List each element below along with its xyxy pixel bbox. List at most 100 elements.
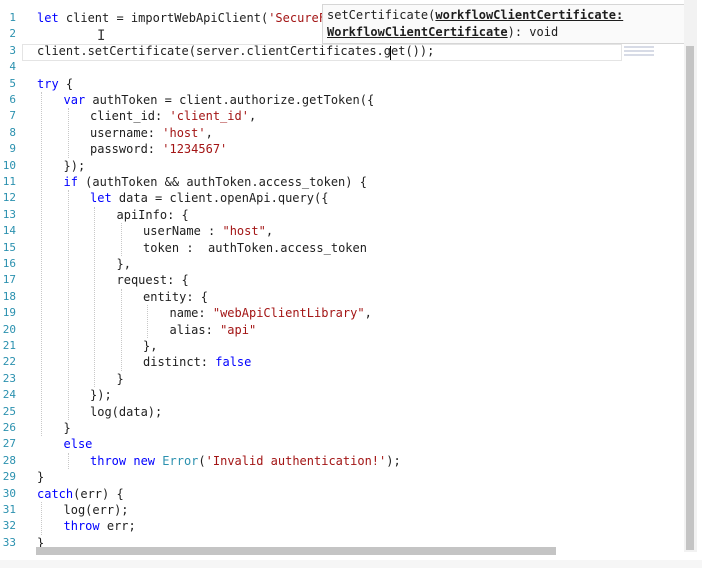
line-number: 11 bbox=[2, 175, 16, 188]
signature-method: setCertificate( bbox=[327, 8, 436, 22]
overview-ruler-marks bbox=[624, 46, 654, 60]
code-token: userName : bbox=[143, 224, 223, 239]
line-number: 29 bbox=[2, 470, 16, 484]
code-line[interactable]: client_id: 'client_id', bbox=[90, 108, 256, 124]
code-line[interactable]: var authToken = client.authorize.getToke… bbox=[64, 92, 375, 108]
line-number: 18 bbox=[2, 289, 16, 303]
code-line[interactable]: token : authToken.access_token bbox=[143, 240, 367, 256]
code-line[interactable]: let data = client.openApi.query({ bbox=[90, 190, 328, 206]
signature-return-type: ): void bbox=[507, 25, 559, 39]
code-line[interactable]: alias: "api" bbox=[170, 322, 257, 338]
code-token: (err) { bbox=[73, 486, 124, 501]
line-number: 19 bbox=[2, 306, 16, 320]
code-line[interactable]: }, bbox=[117, 256, 131, 272]
text-caret bbox=[390, 46, 391, 60]
code-token: log(data); bbox=[90, 404, 163, 419]
code-line[interactable]: log(err); bbox=[64, 502, 129, 518]
line-number: 8 bbox=[9, 125, 16, 139]
vertical-scrollbar-thumb[interactable] bbox=[686, 46, 694, 550]
code-token: else bbox=[63, 437, 93, 452]
indent-guide bbox=[67, 108, 69, 158]
line-number: 10 bbox=[2, 158, 16, 172]
code-token: client.setCertificate(server.clientCerti… bbox=[37, 43, 435, 58]
code-line[interactable]: else bbox=[64, 436, 93, 452]
code-token: }, bbox=[143, 339, 158, 353]
line-number: 32 bbox=[2, 519, 16, 533]
code-token: }, bbox=[116, 257, 131, 271]
indent-guide bbox=[67, 452, 69, 470]
code-line[interactable]: client.setCertificate(server.clientCerti… bbox=[37, 43, 434, 59]
line-number: 2 bbox=[9, 27, 16, 41]
line-number: 16 bbox=[2, 257, 16, 270]
line-number: 4 bbox=[9, 60, 16, 74]
code-token: "api" bbox=[220, 322, 257, 337]
code-token: } bbox=[63, 421, 71, 435]
code-line[interactable]: }); bbox=[90, 387, 112, 403]
code-token: (authToken && authToken.access_token) { bbox=[77, 175, 367, 189]
editor-bottom-edge bbox=[0, 560, 702, 568]
code-line[interactable]: }); bbox=[64, 158, 86, 174]
code-token: , bbox=[265, 224, 274, 239]
line-number: 31 bbox=[2, 503, 16, 516]
code-line[interactable]: try { bbox=[37, 76, 73, 92]
indent-guide bbox=[94, 206, 95, 388]
text-cursor-icon: I bbox=[97, 28, 106, 44]
code-token: '1234567' bbox=[162, 142, 228, 157]
code-line[interactable]: } bbox=[117, 371, 124, 387]
code-line[interactable]: request: { bbox=[117, 272, 189, 288]
indent-guide bbox=[67, 190, 69, 420]
line-number: 1 bbox=[9, 11, 16, 24]
code-token: }); bbox=[90, 388, 112, 403]
line-number: 28 bbox=[2, 453, 16, 467]
code-line[interactable]: userName : "host", bbox=[143, 223, 273, 239]
code-line[interactable]: apiInfo: { bbox=[117, 207, 189, 223]
code-line[interactable]: } bbox=[37, 469, 44, 485]
code-token: { bbox=[58, 76, 74, 91]
line-number: 14 bbox=[2, 224, 16, 238]
code-token: password: bbox=[90, 142, 163, 157]
code-token: request: { bbox=[116, 273, 189, 288]
code-token: Error bbox=[162, 453, 199, 468]
code-line[interactable]: if (authToken && authToken.access_token)… bbox=[64, 174, 367, 190]
code-token: throw bbox=[90, 453, 127, 468]
code-line[interactable]: let client = importWebApiClient('SecureF… bbox=[37, 10, 348, 26]
code-token: client = importWebApiClient( bbox=[58, 11, 269, 25]
signature-param-type: WorkflowClientCertificate bbox=[327, 25, 508, 39]
code-line[interactable]: username: 'host', bbox=[90, 125, 213, 141]
horizontal-scrollbar-thumb[interactable] bbox=[36, 547, 556, 555]
code-token: log(err); bbox=[63, 503, 129, 517]
code-line[interactable]: entity: { bbox=[143, 289, 208, 305]
code-token: apiInfo: { bbox=[116, 207, 189, 222]
code-token: name: bbox=[169, 306, 213, 321]
line-number: 30 bbox=[2, 486, 16, 500]
indent-guide bbox=[41, 92, 42, 437]
code-line[interactable]: log(data); bbox=[90, 404, 162, 420]
code-line[interactable]: } bbox=[37, 535, 44, 551]
code-token: } bbox=[37, 470, 45, 485]
code-token: }); bbox=[63, 158, 86, 173]
indent-guide bbox=[120, 288, 122, 371]
code-line[interactable]: catch(err) { bbox=[37, 486, 124, 502]
signature-line-1: setCertificate(workflowClientCertificate… bbox=[327, 7, 689, 24]
code-token: throw bbox=[63, 519, 100, 534]
code-line[interactable]: }, bbox=[143, 338, 157, 354]
code-token: client_id: bbox=[90, 109, 170, 124]
code-token: "host" bbox=[222, 224, 266, 239]
code-line[interactable]: } bbox=[64, 420, 71, 436]
line-number: 22 bbox=[2, 355, 16, 369]
code-token: 'client_id' bbox=[169, 109, 249, 124]
code-token: } bbox=[37, 535, 45, 550]
code-line[interactable]: throw err; bbox=[64, 518, 136, 534]
indent-guide bbox=[41, 502, 42, 535]
code-token: let bbox=[90, 191, 112, 206]
code-token: err; bbox=[99, 519, 136, 534]
code-line[interactable]: throw new Error('Invalid authentication!… bbox=[90, 453, 401, 469]
code-line[interactable]: distinct: false bbox=[143, 354, 251, 370]
signature-param-name: workflowClientCertificate: bbox=[435, 8, 624, 22]
code-token: entity: { bbox=[143, 289, 209, 304]
code-line[interactable]: name: "webApiClientLibrary", bbox=[170, 305, 372, 321]
code-token: ); bbox=[386, 453, 401, 468]
code-line[interactable]: password: '1234567' bbox=[90, 141, 227, 157]
code-token: catch bbox=[37, 486, 74, 501]
